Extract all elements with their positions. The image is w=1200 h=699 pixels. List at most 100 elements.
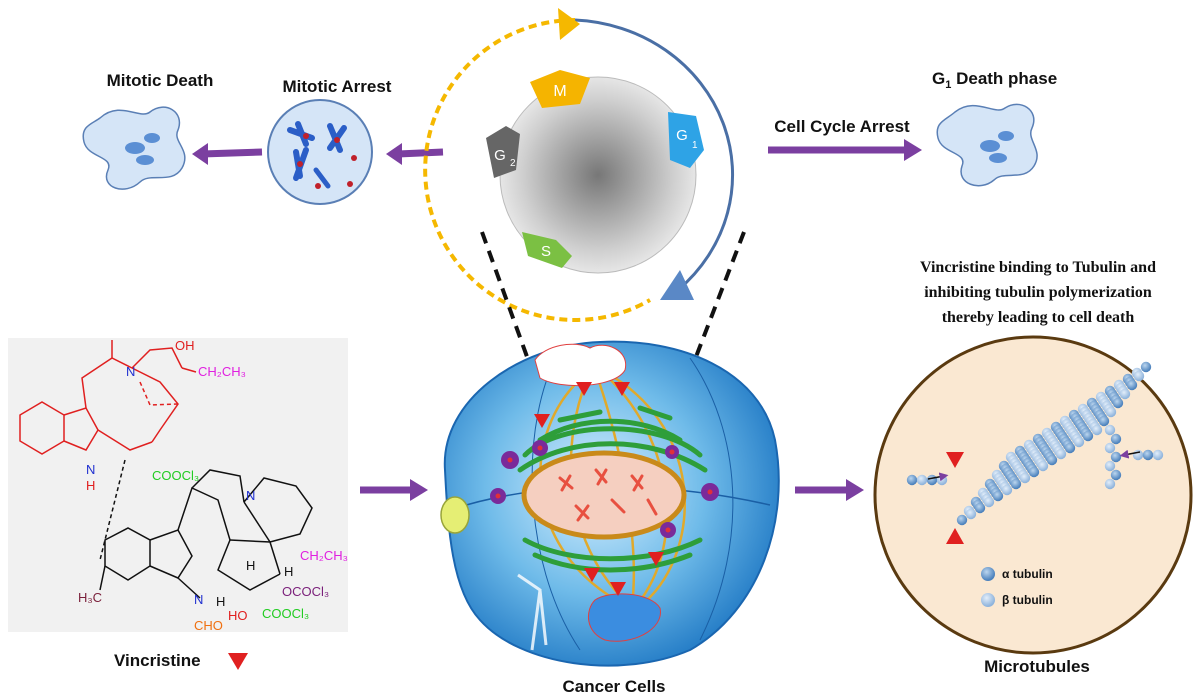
chem-ococh3: OCOCl₃ (282, 584, 329, 599)
chem-n-right: N (246, 488, 255, 503)
chem-h-mid: H (216, 594, 225, 609)
chem-n-top: N (126, 364, 135, 379)
tubulin-bead (1073, 436, 1085, 448)
arrow-head-microtubules (846, 479, 864, 501)
tubulin-bead (1140, 361, 1152, 373)
tubulin-bead (1082, 430, 1094, 442)
chem-ho: HO (228, 608, 248, 623)
tubulin-bead (1104, 442, 1116, 454)
svg-text:S: S (541, 243, 551, 260)
microtubule-zoom-circle: α tubulin β tubulin (873, 335, 1193, 655)
cancer-cells-label: Cancer Cells (563, 677, 666, 696)
chem-ethyl-top: CH₂CH₃ (198, 364, 246, 379)
tubulin-bead (1104, 460, 1116, 472)
tubulin-bead (926, 474, 938, 486)
alpha-tubulin-legend-icon (981, 567, 995, 581)
svg-text:G: G (676, 127, 688, 144)
dead-cell-icon-right (936, 103, 1038, 187)
tubulin-bead (1110, 451, 1122, 463)
arrow-head-mitotic-arrest (386, 143, 402, 165)
vincristine-marker-top (946, 452, 964, 468)
alpha-tubulin-label: α tubulin (1002, 567, 1053, 581)
pointer-arrow-left (927, 472, 949, 482)
tubulin-bead (1001, 484, 1013, 496)
phase-g1-badge: G 1 (668, 112, 704, 168)
cancer-cell-illustration (440, 340, 780, 667)
tubulin-bead (1104, 478, 1116, 490)
svg-text:2: 2 (510, 158, 516, 169)
phase-s-badge: S (522, 232, 572, 268)
g1-death-phase-label: G1 Death phase (932, 69, 1057, 91)
arrow-head-mitotic-death (192, 143, 208, 165)
vincristine-atom-labels: OH CH₂CH₃ N N H COOCl₃ N CH₂CH₃ H H H OC… (78, 338, 348, 633)
chem-h-right: H (284, 564, 293, 579)
dead-cell-icon-left (82, 106, 186, 190)
arrow-head-cancer-cell (410, 479, 428, 501)
chem-nh: N (86, 462, 95, 477)
mitotic-arrest-cell-icon (267, 99, 373, 205)
tubulin-bead (1105, 406, 1117, 418)
microtubules-label: Microtubules (984, 657, 1090, 676)
chem-h3co: H₃C (78, 590, 102, 605)
arrow-to-mitotic-arrest (397, 148, 444, 158)
vincristine-marker-icon (228, 653, 248, 670)
cell-cycle-diagram: M G 1 G 2 S (423, 8, 735, 322)
tubulin-bead (1104, 424, 1116, 436)
vincristine-structure (19, 340, 313, 599)
phase-g2-badge: G 2 (486, 126, 520, 178)
tubulin-bead (1110, 469, 1122, 481)
chem-ethyl-right: CH₂CH₃ (300, 548, 348, 563)
tubulin-bead (1119, 388, 1131, 400)
vincristine-marker-bottom (946, 528, 964, 544)
tubulin-bead (1133, 370, 1145, 382)
chem-oh-top: OH (175, 338, 195, 353)
tubulin-bead (906, 474, 918, 486)
tubulin-bead (1112, 397, 1124, 409)
svg-text:G: G (494, 147, 506, 164)
tubulin-bead (1110, 433, 1122, 445)
beta-tubulin-label: β tubulin (1002, 593, 1053, 607)
chem-cooch3-bottom: COOCl₃ (262, 606, 309, 621)
tubulin-bead (1064, 442, 1076, 454)
chem-n-bottom: N (194, 592, 203, 607)
tubulin-bead (1028, 466, 1040, 478)
arrow-to-mitotic-death (201, 148, 263, 158)
tubulin-bead (1142, 449, 1154, 461)
tubulin-bead (965, 508, 977, 520)
zoom-line-right (692, 231, 746, 363)
binding-note-line-2: inhibiting tubulin polymerization (924, 284, 1152, 301)
binding-note-line-1: Vincristine binding to Tubulin and (920, 259, 1156, 276)
arrow-head-g1-death (904, 139, 922, 161)
phase-m-badge: M (530, 70, 590, 108)
chem-nh-h: H (86, 478, 95, 493)
zoom-line-left (480, 231, 532, 366)
tubulin-bead (1055, 448, 1067, 460)
tubulin-bead (992, 490, 1004, 502)
chem-cooch3-top: COOCl₃ (152, 468, 199, 483)
binding-note-line-3: thereby leading to cell death (942, 309, 1135, 326)
tubulin-bead (1010, 478, 1022, 490)
chem-h-left: H (246, 558, 255, 573)
svg-text:M: M (553, 83, 566, 100)
beta-tubulin-legend-icon (981, 593, 995, 607)
tubulin-bead (1132, 449, 1144, 461)
tubulin-bead (974, 502, 986, 514)
tubulin-bead (1098, 415, 1110, 427)
tubulin-bead (916, 474, 928, 486)
tubulin-bead (1126, 379, 1138, 391)
mitotic-arrest-label: Mitotic Arrest (283, 77, 392, 96)
tubulin-bead (983, 496, 995, 508)
tubulin-bead (1019, 472, 1031, 484)
chem-cho: CHO (194, 618, 223, 633)
cell-cycle-arrest-label: Cell Cycle Arrest (774, 117, 910, 136)
svg-text:1: 1 (692, 140, 698, 151)
pointer-arrow-right (1119, 449, 1141, 459)
tubulin-bead (1091, 424, 1103, 436)
tubulin-bead (1037, 460, 1049, 472)
mitotic-death-label: Mitotic Death (107, 71, 214, 90)
vincristine-label: Vincristine (114, 651, 201, 670)
microtubule-filament (906, 361, 1164, 526)
tubulin-bead (1152, 449, 1164, 461)
tubulin-bead (1046, 454, 1058, 466)
